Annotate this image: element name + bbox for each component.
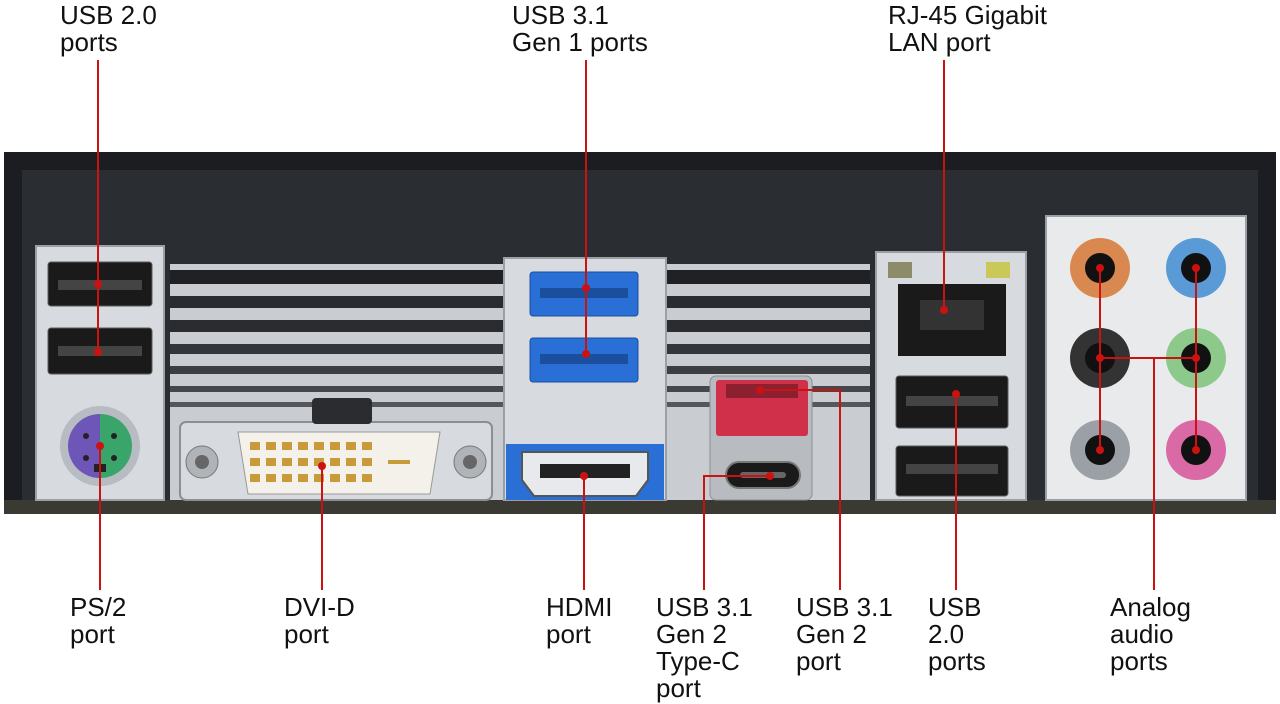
label-rj45: RJ-45 Gigabit LAN port (888, 0, 1047, 57)
label-usb31-gen2: USB 3.1 Gen 2 port (796, 592, 893, 676)
label-audio: Analog audio ports (1110, 592, 1191, 676)
label-usb20-bottom: USB 2.0 ports (928, 592, 986, 676)
label-ps2: PS/2 port (70, 592, 127, 649)
label-usb31-gen2-typec: USB 3.1 Gen 2 Type-C port (656, 592, 753, 703)
dvid-connector (179, 398, 493, 501)
usb31-gen1-hdmi-housing (503, 257, 667, 501)
label-dvid: DVI-D port (284, 592, 355, 649)
callout-dots (94, 264, 1200, 480)
usb31-gen2-housing (709, 375, 813, 501)
rj45-usb20-housing (875, 251, 1027, 501)
label-hdmi: HDMI port (546, 592, 613, 649)
callout-usb31-gen2 (760, 389, 841, 590)
label-usb31-gen1: USB 3.1 Gen 1 ports (512, 0, 648, 57)
label-usb20-top: USB 2.0 ports (60, 0, 157, 57)
callout-usb31-gen2-typec (703, 475, 770, 590)
board-edge (4, 500, 1276, 514)
